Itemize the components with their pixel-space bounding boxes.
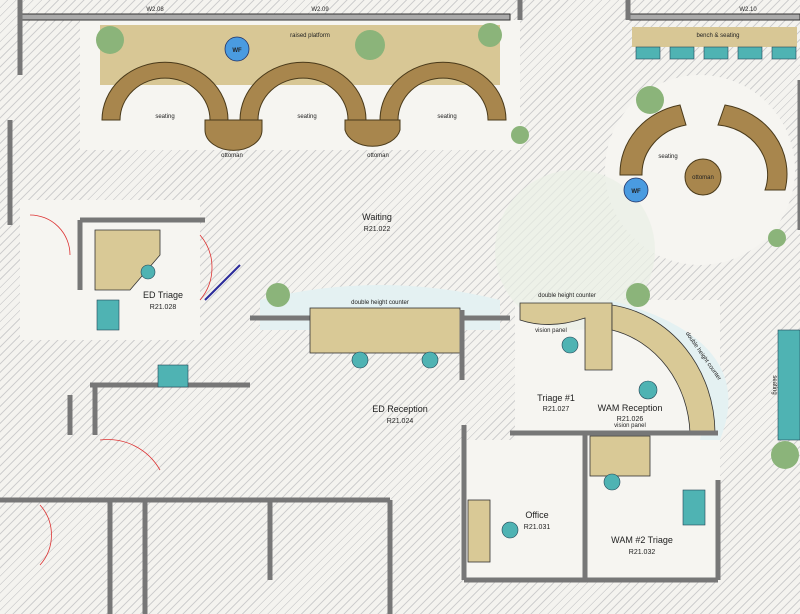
plant-icon	[511, 126, 529, 144]
ed-reception-counter	[250, 283, 510, 380]
room-code: R21.032	[629, 549, 656, 556]
room-code: R21.027	[543, 406, 570, 413]
counter-label: double height counter	[538, 293, 596, 299]
office-room	[467, 489, 706, 563]
counter-label: double height counter	[351, 300, 409, 306]
room-code: R21.022	[364, 226, 391, 233]
room-name: Triage #1	[537, 393, 575, 403]
seating-label: seating	[658, 154, 677, 160]
bench-seating-label: bench & seating	[696, 33, 739, 39]
room-name: WAM Reception	[598, 403, 663, 413]
room-label-wam-reception: WAM Reception R21.026	[598, 403, 663, 423]
water-fountain-icon	[623, 177, 649, 203]
plant-icon	[355, 30, 385, 60]
plant-icon	[636, 86, 664, 114]
water-fountain-icon	[224, 36, 250, 62]
right-bench	[771, 329, 800, 469]
lower-walls	[0, 385, 393, 614]
room-label-office: Office R21.031	[524, 510, 551, 531]
wf-label: WF	[631, 189, 641, 195]
room-name: Waiting	[362, 212, 392, 222]
room-label-triage-1: Triage #1 R21.027	[537, 393, 575, 413]
plant-icon	[478, 23, 502, 47]
exterior-walls	[7, 0, 800, 230]
seating-label: seating	[437, 114, 456, 120]
room-name: WAM #2 Triage	[611, 535, 673, 545]
room-label-waiting: Waiting R21.022	[362, 212, 392, 233]
seating-label: seating	[297, 114, 316, 120]
ottoman-label: ottoman	[367, 153, 389, 159]
raised-platform	[96, 23, 529, 151]
room-label-ed-triage: ED Triage R21.028	[143, 290, 183, 311]
wam-reception-counter	[461, 283, 721, 583]
seating-label: seating	[771, 375, 777, 394]
room-name: ED Reception	[372, 404, 428, 414]
room-name: Office	[525, 510, 548, 520]
room-label-ed-reception: ED Reception R21.024	[372, 404, 428, 425]
ottoman	[684, 158, 722, 196]
plant-icon	[266, 283, 290, 307]
plant-icon	[96, 26, 124, 54]
raised-platform-label: raised platform	[290, 33, 330, 39]
window-label: W2.08	[146, 7, 164, 13]
room-code: R21.031	[524, 524, 551, 531]
seating-label: seating	[155, 114, 174, 120]
plant-icon	[626, 283, 650, 307]
window-label: W2.09	[311, 7, 329, 13]
room-code: R21.028	[150, 304, 177, 311]
ed-triage-room	[29, 214, 250, 388]
room-label-wam-2-triage: WAM #2 Triage R21.032	[611, 535, 673, 556]
vision-panel-label: vision panel	[614, 423, 646, 429]
plant-icon	[768, 229, 786, 247]
room-code: R21.026	[617, 416, 644, 423]
wf-label: WF	[232, 48, 242, 54]
round-seating-cluster	[619, 86, 788, 247]
bench-seating	[632, 27, 797, 60]
ottoman-label: ottoman	[692, 175, 714, 181]
ottoman-label: ottoman	[221, 153, 243, 159]
room-code: R21.024	[387, 418, 414, 425]
window-label: W2.10	[739, 7, 757, 13]
room-name: ED Triage	[143, 290, 183, 300]
vision-panel-label: vision panel	[535, 328, 567, 334]
plant-icon	[771, 441, 799, 469]
